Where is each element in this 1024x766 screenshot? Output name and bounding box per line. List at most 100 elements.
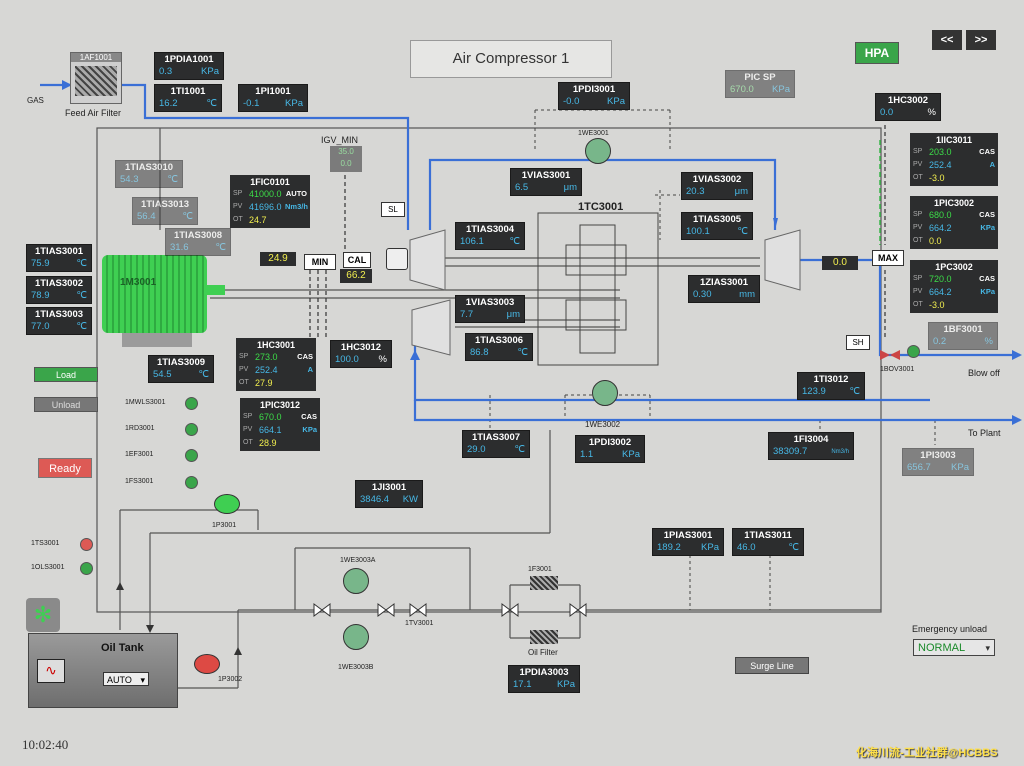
tag-1bf3001[interactable]: 1BF3001 0.2%: [928, 322, 998, 350]
status-lamp: [185, 476, 198, 489]
p3002-label: 1P3002: [218, 676, 243, 683]
oil-filter-standby[interactable]: [530, 630, 558, 644]
oil-filter-f3001[interactable]: [530, 576, 558, 590]
tag-1tias3005[interactable]: 1TIAS3005 100.1℃: [681, 212, 753, 240]
igv-min-box[interactable]: 35.0 0.0: [330, 146, 362, 172]
tag-1tias3003[interactable]: 1TIAS3003 77.0℃: [26, 307, 92, 335]
load-button[interactable]: Load: [34, 367, 98, 382]
left-output-value: 24.9: [260, 252, 296, 266]
alarm-label: 1OLS3001: [31, 564, 65, 571]
tag-1tias3013[interactable]: 1TIAS3013 56.4℃: [132, 197, 198, 225]
oil-tank[interactable]: Oil Tank ∿ AUTO▾: [28, 633, 178, 708]
tag-1tias3010[interactable]: 1TIAS3010 54.3℃: [115, 160, 183, 188]
clock: 10:02:40: [22, 737, 69, 752]
oil-filter-label: Oil Filter: [528, 648, 558, 657]
cooler-1we3002[interactable]: [592, 380, 618, 406]
pump-1p3001[interactable]: [214, 494, 240, 514]
hpa-button[interactable]: HPA: [855, 42, 899, 64]
blow-off-label: Blow off: [968, 368, 1000, 378]
oil-tank-mode-select[interactable]: AUTO▾: [103, 672, 149, 686]
filter-label: Feed Air Filter: [65, 108, 122, 118]
next-screen-button[interactable]: >>: [966, 30, 996, 50]
status-lamp: [185, 423, 198, 436]
tag-1tias3004[interactable]: 1TIAS3004 106.1℃: [455, 222, 525, 250]
pump-1p3002[interactable]: [194, 654, 220, 674]
alarm-label: 1TS3001: [31, 540, 60, 547]
sl-label: SL: [381, 202, 405, 217]
motor-1m3001[interactable]: 1M3001: [102, 255, 207, 333]
we3001-label: 1WE3001: [578, 130, 609, 137]
bov-status-lamp: [907, 345, 920, 358]
cal-value: 66.2: [340, 269, 372, 283]
surge-line-button[interactable]: Surge Line: [735, 657, 809, 674]
tag-1tias3007[interactable]: 1TIAS3007 29.0℃: [462, 430, 530, 458]
ready-button[interactable]: Ready: [38, 458, 92, 478]
heater-icon: ∿: [37, 659, 65, 683]
p3001-label: 1P3001: [212, 522, 237, 529]
tag-1tias3009[interactable]: 1TIAS3009 54.5℃: [148, 355, 214, 383]
max-selector[interactable]: MAX: [872, 250, 904, 266]
feed-air-filter[interactable]: 1AF1001: [70, 52, 122, 104]
tag-1tias3001[interactable]: 1TIAS3001 75.9℃: [26, 244, 92, 272]
emergency-unload-select[interactable]: NORMAL▾: [913, 639, 995, 656]
emergency-unload-label: Emergency unload: [912, 624, 988, 634]
prev-screen-button[interactable]: <<: [932, 30, 962, 50]
filter-tag: 1AF1001: [71, 53, 121, 62]
indicator-label: 1FS3001: [125, 478, 154, 485]
cal-block[interactable]: CAL: [343, 252, 371, 268]
indicator-label: 1MWLS3001: [125, 399, 166, 406]
motor-tag: 1M3001: [120, 277, 157, 288]
cooler-1we3003a[interactable]: [343, 568, 369, 594]
tag-1ti3012[interactable]: 1TI3012 123.9℃: [797, 372, 865, 400]
alarm-lamp: [80, 538, 93, 551]
to-plant-label: To Plant: [968, 428, 1001, 438]
indicator-label: 1RD3001: [125, 425, 155, 432]
igv-actuator-icon[interactable]: [386, 248, 408, 270]
status-lamp: [185, 397, 198, 410]
gas-label: GAS: [27, 96, 44, 105]
chevron-down-icon: ▾: [140, 675, 145, 685]
max-output-value: 0.0: [822, 256, 858, 270]
tag-1tias3008[interactable]: 1TIAS3008 31.6℃: [165, 228, 231, 256]
tag-1tias3002[interactable]: 1TIAS3002 78.9℃: [26, 276, 92, 304]
tag-1hc3012[interactable]: 1HC3012 100.0%: [330, 340, 392, 368]
f3001-label: 1F3001: [528, 566, 552, 573]
tag-1ti1001[interactable]: 1TI1001 16.2℃: [154, 84, 222, 112]
min-selector[interactable]: MIN: [304, 254, 336, 270]
tag-1tias3011[interactable]: 1TIAS3011 46.0℃: [732, 528, 804, 556]
bov-label: 1BOV3001: [880, 366, 915, 373]
oil-tank-label: Oil Tank: [101, 642, 144, 654]
igv-min-label: IGV_MIN: [321, 135, 359, 145]
unload-button[interactable]: Unload: [34, 397, 98, 412]
tv3001-label: 1TV3001: [405, 620, 434, 627]
tag-1tias3006[interactable]: 1TIAS3006 86.8℃: [465, 333, 533, 361]
cooler-1we3001[interactable]: [585, 138, 611, 164]
cooler-1we3003b[interactable]: [343, 624, 369, 650]
motor-base: [122, 333, 192, 347]
screen-title: Air Compressor 1: [410, 40, 612, 78]
vent-fan-icon: ✻: [26, 598, 60, 632]
motor-shaft: [207, 285, 225, 295]
tag-1hc3002[interactable]: 1HC3002 0.0%: [875, 93, 941, 121]
